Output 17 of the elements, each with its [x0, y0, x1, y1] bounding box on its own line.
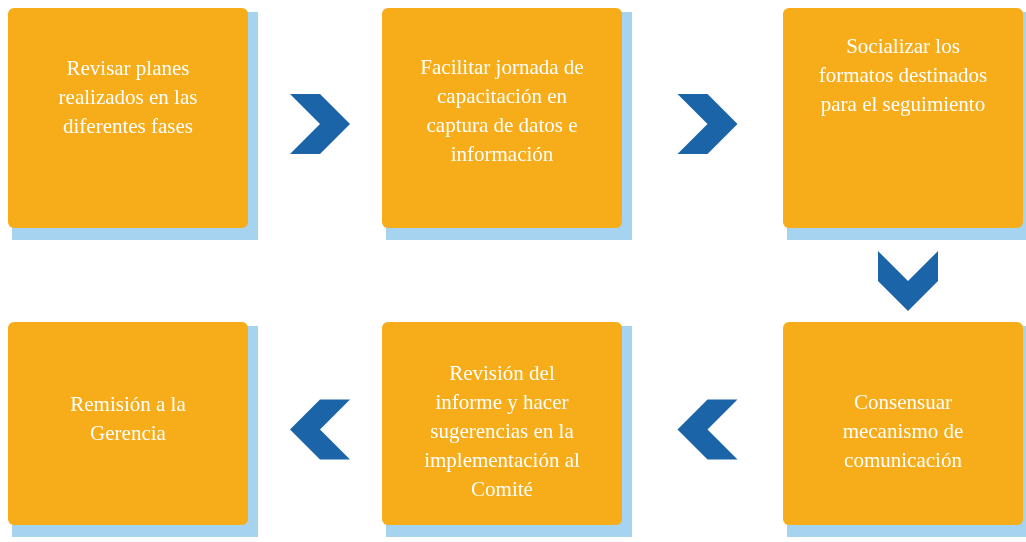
step-text: Revisar planes realizados en las diferentes fases — [57, 54, 199, 140]
step-text: Revisión del informe y hacer sugerencias en la implementación al Comité — [423, 360, 581, 503]
step-text: Socializar los formatos destinados para el seguimiento — [817, 32, 989, 118]
chevron-arrow — [290, 94, 350, 154]
chevron-arrow — [677, 399, 738, 460]
process-box — [8, 322, 248, 525]
chevron-arrow — [290, 399, 350, 460]
chevron-arrow — [677, 94, 738, 154]
process-box — [382, 8, 622, 228]
process-box — [783, 8, 1023, 228]
step-text: Facilitar jornada de capacitación en captura de datos e información — [419, 54, 585, 168]
chevron-arrow — [878, 251, 938, 311]
process-box — [783, 322, 1023, 525]
step-text: Remisión a la Gerencia — [69, 390, 187, 447]
step-text: Consensuar mecanismo de comunicación — [841, 389, 965, 474]
process-box — [382, 322, 622, 525]
process-box — [8, 8, 248, 228]
